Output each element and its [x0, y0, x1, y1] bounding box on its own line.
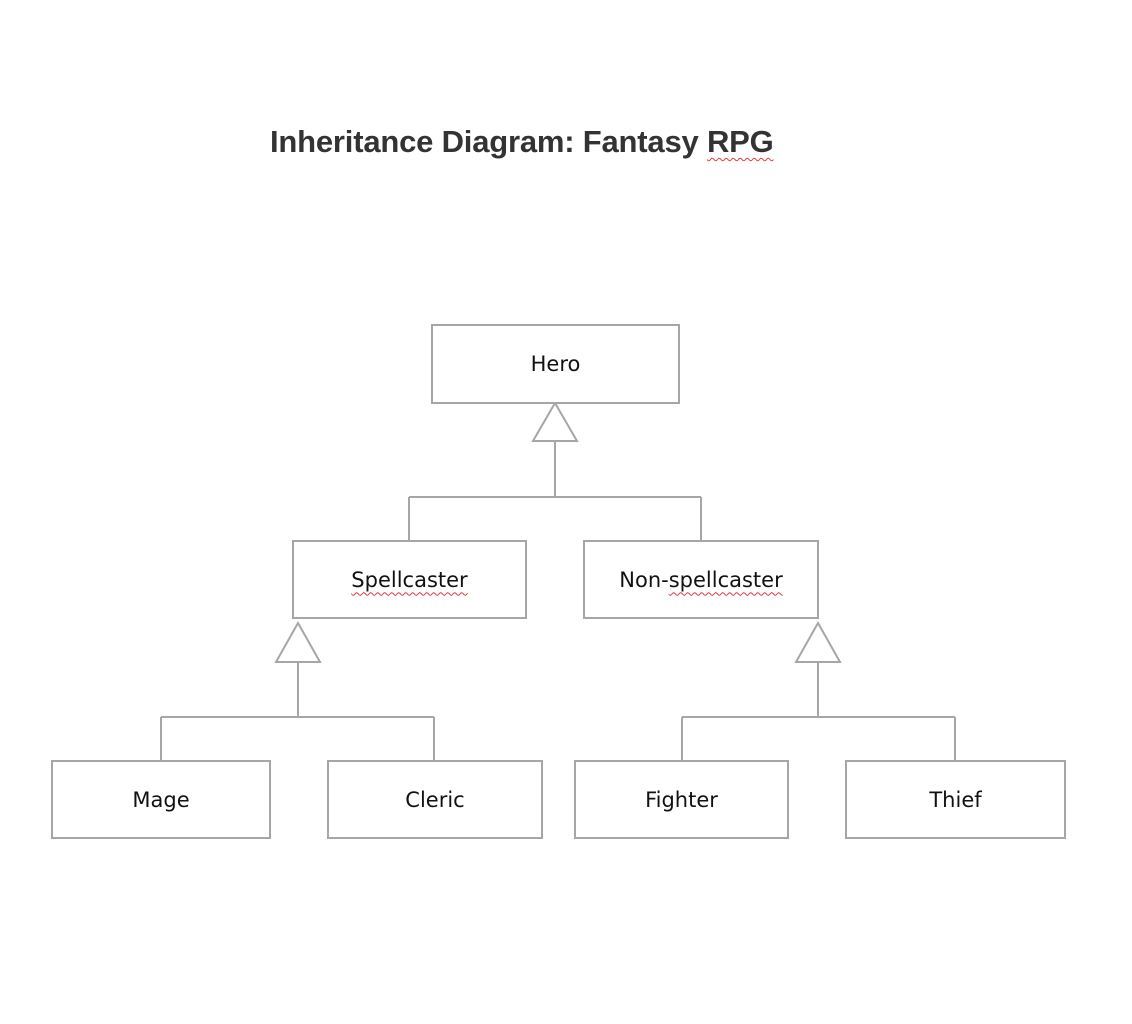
node-non-spellcaster-prefix: Non- [619, 567, 669, 592]
node-spellcaster-label: Spellcaster [351, 567, 468, 592]
node-fighter[interactable]: Fighter [574, 760, 789, 839]
node-mage[interactable]: Mage [51, 760, 271, 839]
title-text: Inheritance Diagram: Fantasy [270, 124, 707, 159]
inheritance-arrow-hero [531, 401, 579, 442]
node-cleric[interactable]: Cleric [327, 760, 543, 839]
node-non-spellcaster-word: spellcaster [668, 567, 783, 592]
inheritance-arrow-spellcaster [274, 620, 322, 663]
node-hero[interactable]: Hero [431, 324, 680, 404]
node-cleric-label: Cleric [405, 787, 465, 812]
node-hero-label: Hero [530, 352, 581, 376]
title-misspelled-word: RPG [706, 124, 774, 159]
inheritance-arrow-non-spellcaster [794, 620, 842, 663]
node-non-spellcaster[interactable]: Non-spellcaster [583, 540, 819, 619]
node-spellcaster[interactable]: Spellcaster [292, 540, 527, 619]
node-fighter-label: Fighter [645, 787, 718, 812]
node-mage-label: Mage [132, 787, 190, 812]
node-thief[interactable]: Thief [845, 760, 1066, 839]
node-thief-label: Thief [929, 787, 982, 812]
node-non-spellcaster-label: Non-spellcaster [619, 568, 782, 592]
page-title: Inheritance Diagram: Fantasy RPG [270, 124, 774, 160]
